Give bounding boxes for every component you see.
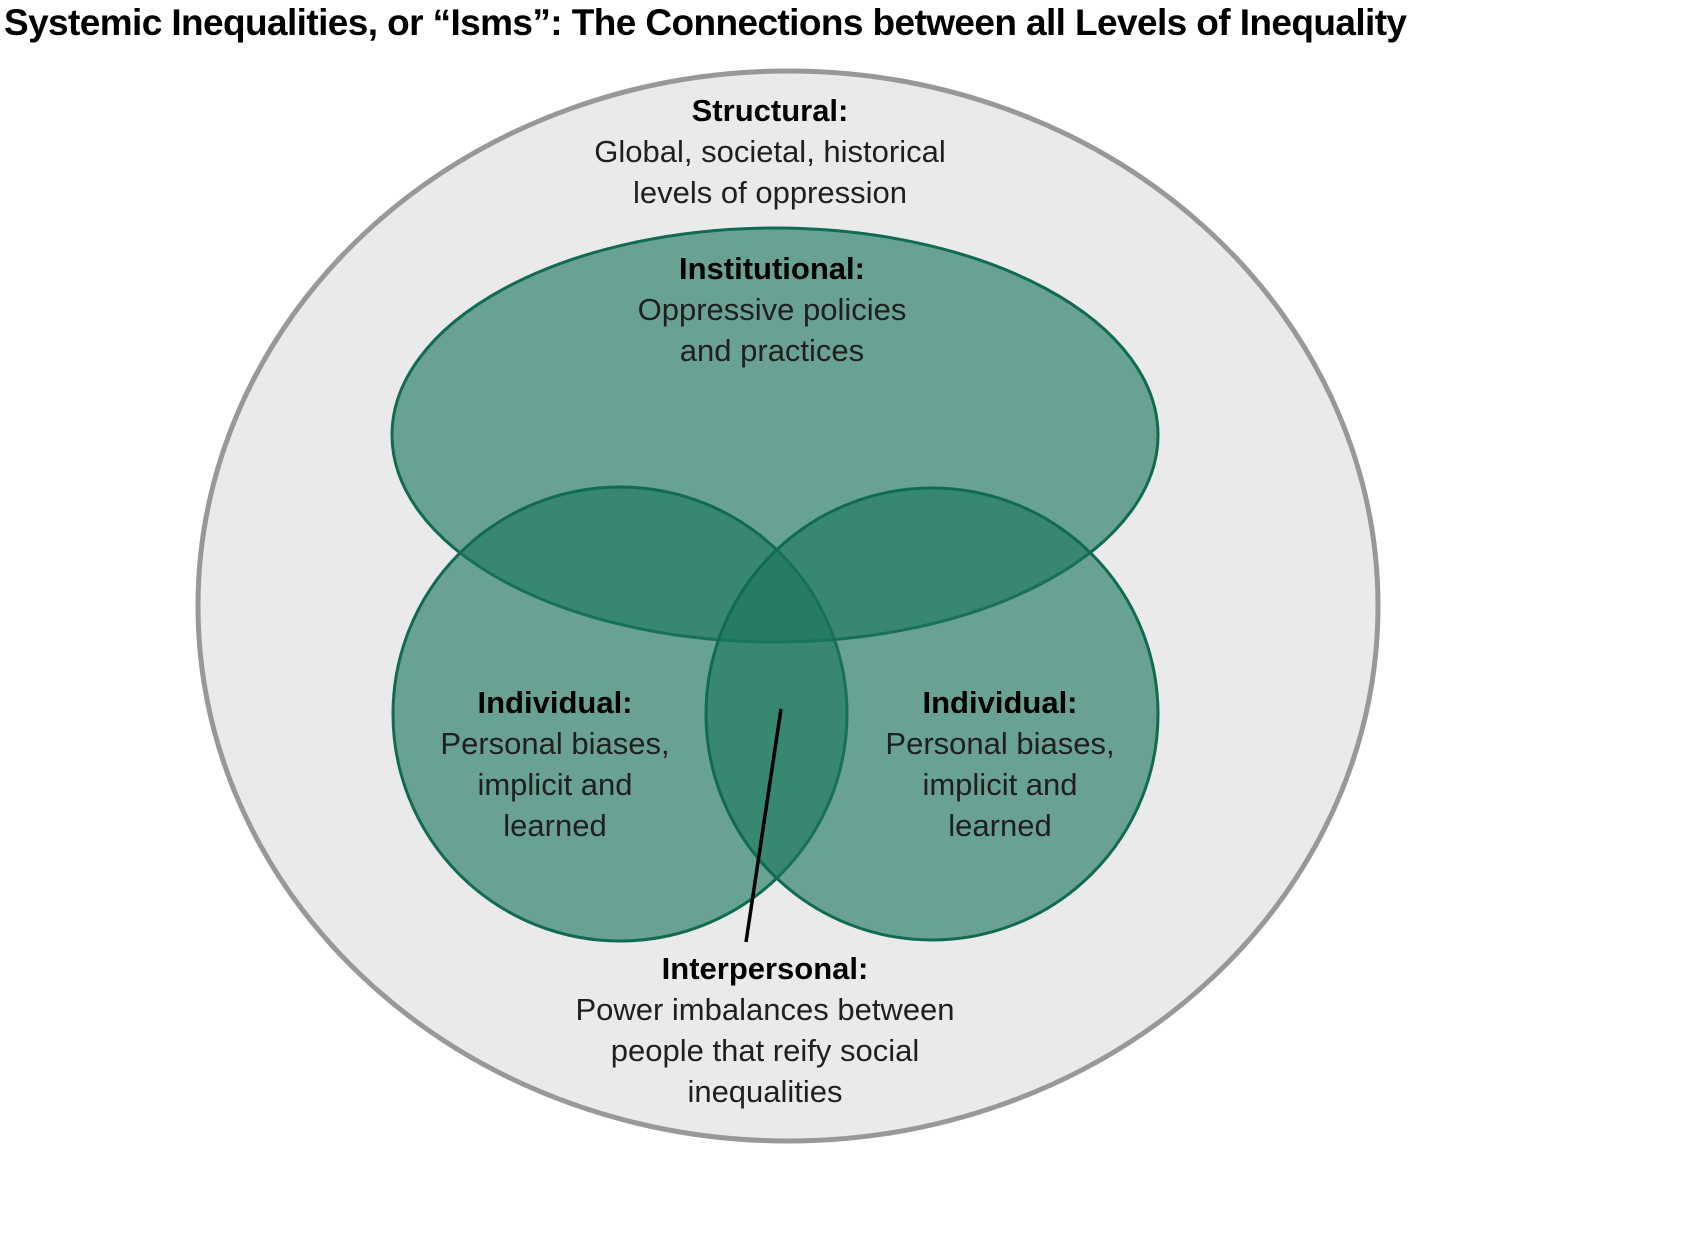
structural-line: levels of oppression [633, 175, 907, 210]
interpersonal-line: inequalities [687, 1074, 843, 1109]
figure-title: Systemic Inequalities, or “Isms”: The Co… [4, 2, 1407, 43]
interpersonal-line: people that reify social [610, 1033, 920, 1068]
individual-left-line: implicit and [477, 767, 633, 802]
individual-right-circle [704, 486, 1160, 942]
structural-heading: Structural: [691, 93, 849, 128]
institutional-label: Institutional: Oppressive policies and p… [472, 248, 1072, 371]
institutional-heading: Institutional: [679, 251, 865, 286]
interpersonal-label: Interpersonal: Power imbalances between … [465, 948, 1065, 1112]
interpersonal-heading: Interpersonal: [661, 951, 869, 986]
individual-right-line: Personal biases, [885, 726, 1115, 761]
interpersonal-line: Power imbalances between [575, 992, 955, 1027]
individual-right-line: learned [948, 808, 1052, 843]
structural-label: Structural: Global, societal, historical… [470, 90, 1070, 213]
individual-right-heading: Individual: [922, 685, 1078, 720]
individual-left-label: Individual: Personal biases, implicit an… [355, 682, 755, 846]
interpersonal-pointer-line [744, 708, 783, 943]
individual-left-heading: Individual: [477, 685, 633, 720]
institutional-line: Oppressive policies [637, 292, 907, 327]
structural-line: Global, societal, historical [594, 134, 946, 169]
individual-right-line: implicit and [922, 767, 1078, 802]
institutional-line: and practices [679, 333, 865, 368]
individual-right-label: Individual: Personal biases, implicit an… [800, 682, 1200, 846]
individual-left-line: Personal biases, [440, 726, 670, 761]
individual-left-line: learned [503, 808, 607, 843]
